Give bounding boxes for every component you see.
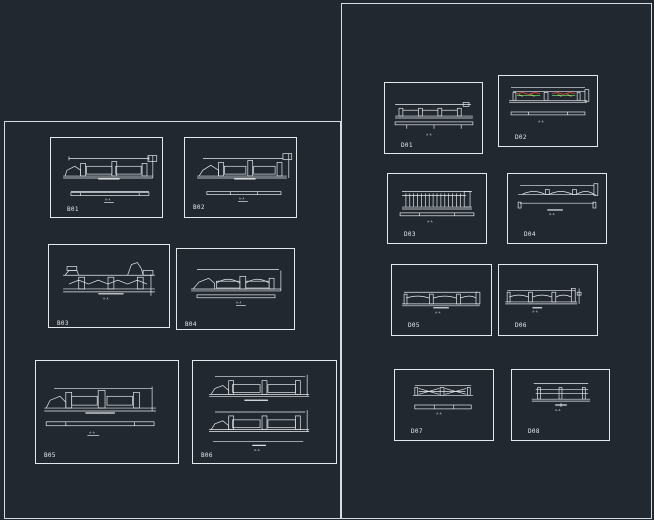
svg-text:A-A: A-A [532,310,537,314]
svg-text:A-A: A-A [254,448,260,452]
svg-text:A-A: A-A [427,220,432,224]
drawing-d02: A-A [509,87,590,124]
drawing-d03: A-A [399,191,475,224]
drawing-b03: A-A [63,262,155,301]
viewport-label: D07 [411,428,423,435]
viewport-label: B02 [193,204,205,211]
drawing-d07: A-A [412,385,474,416]
svg-text:A-A: A-A [236,301,241,305]
svg-text:A-A: A-A [555,408,560,412]
viewport-label: B01 [67,206,79,213]
drawing-d06: A-A [505,287,582,314]
viewport-label: D05 [408,322,420,329]
drawing-d01: A-A [394,102,474,137]
svg-text:A-A: A-A [103,297,108,301]
viewport-d01[interactable]: A-A D01 [384,82,483,154]
viewport-label: D08 [528,428,540,435]
viewport-label: B04 [185,321,197,328]
drawing-b01: A-A [63,155,158,203]
viewport-label: B03 [57,320,69,327]
viewport-label: B06 [201,452,213,459]
viewport-label: D03 [404,231,416,238]
viewport-b05[interactable]: A-A B05 [35,360,179,464]
viewport-label: D02 [515,134,527,141]
svg-text:A-A: A-A [426,133,431,137]
viewport-label: D06 [515,322,527,329]
viewport-d07[interactable]: A-A D07 [394,369,494,441]
svg-text:A-A: A-A [105,197,110,201]
svg-text:A-A: A-A [538,120,543,124]
svg-text:A-A: A-A [436,412,441,416]
drawing-b04: A-A [191,269,282,306]
viewport-label: B05 [44,452,56,459]
viewport-d04[interactable]: A-A D04 [507,173,607,244]
drawing-d05: A-A [402,291,481,315]
viewport-d03[interactable]: A-A D03 [387,173,487,244]
drawing-d04: A-A [517,183,599,216]
viewport-d08[interactable]: A-A D08 [511,369,610,441]
svg-text:A-A: A-A [549,212,554,216]
viewport-d05[interactable]: A-A D05 [391,264,492,336]
viewport-b06[interactable]: A-A B06 [192,360,337,464]
viewport-d02[interactable]: A-A D02 [498,75,598,147]
viewport-b01[interactable]: A-A B01 [50,137,163,218]
svg-text:A-A: A-A [435,311,440,315]
drawing-b02: A-A [197,153,293,202]
svg-text:A-A: A-A [239,196,244,200]
layout-sheet-left [4,121,341,519]
drawing-b06: A-A [209,374,310,452]
viewport-b04[interactable]: A-A B04 [176,248,295,330]
viewport-b02[interactable]: A-A B02 [184,137,297,218]
viewport-label: D04 [524,231,536,238]
svg-text:A-A: A-A [89,431,95,435]
drawing-b05: A-A [44,386,157,436]
viewport-label: D01 [401,142,413,149]
layout-sheet-right [341,3,652,519]
viewport-d06[interactable]: A-A D06 [498,264,598,336]
viewport-b03[interactable]: A-A B03 [48,244,170,328]
drawing-d08: A-A [531,383,591,412]
